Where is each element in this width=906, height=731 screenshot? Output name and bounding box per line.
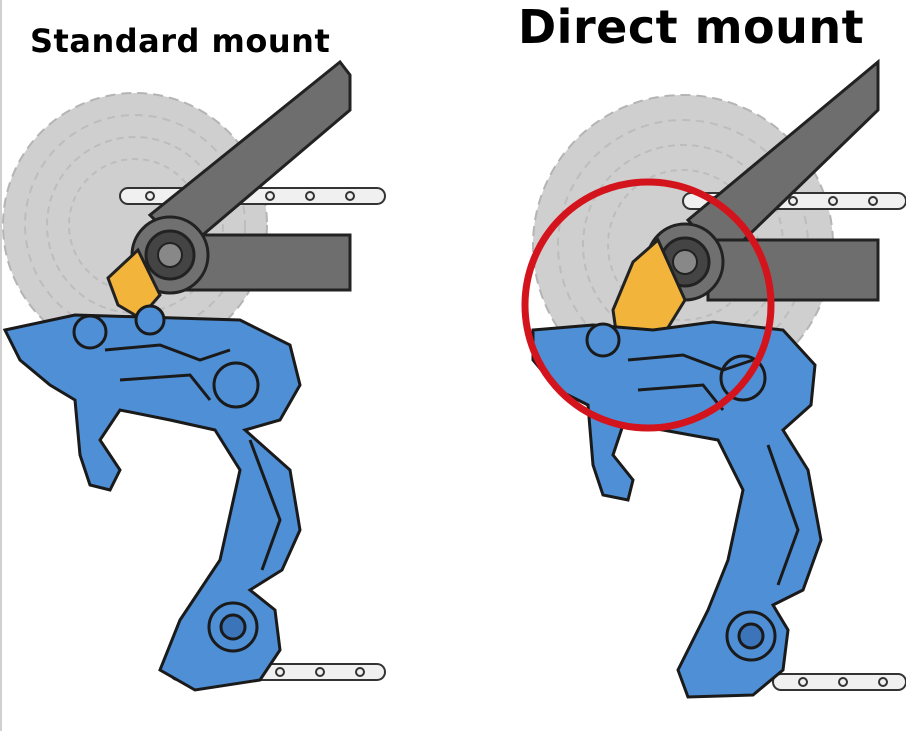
direct-mount-panel: Direct mount [453,0,906,731]
image-left-border [0,0,2,731]
direct-mount-highlight-circle [521,178,775,432]
rear-derailleur-icon [531,320,823,699]
rear-derailleur-icon [2,304,302,692]
panel-title-direct-mount: Direct mount [518,0,865,54]
standard-mount-illustration [2,59,386,692]
frame-stays [685,58,880,302]
standard-mount-panel: Standard mount [2,22,386,692]
frame-stays [147,59,352,292]
direct-mount-illustration [521,58,906,699]
panel-title-standard-mount: Standard mount [30,22,331,60]
